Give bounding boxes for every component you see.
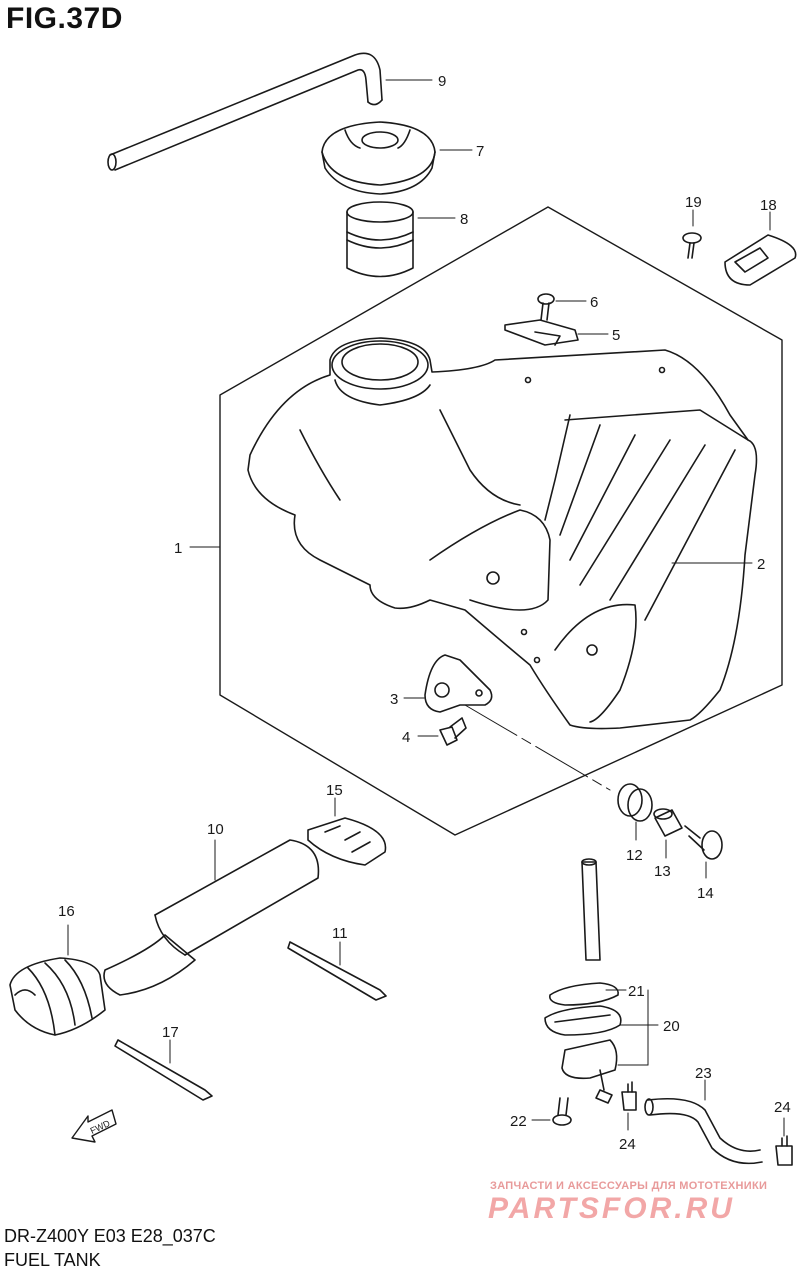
callout-21: 21 xyxy=(628,983,645,1000)
clamp-part-24-b[interactable] xyxy=(775,1117,793,1166)
model-code: DR-Z400Y E03 E28_037C xyxy=(4,1226,216,1246)
callout-22: 22 xyxy=(510,1113,527,1130)
screw-part-22[interactable] xyxy=(531,1097,572,1126)
collar-part-13[interactable] xyxy=(653,808,683,859)
callout-24-a: 24 xyxy=(619,1136,636,1153)
screw-part-19[interactable] xyxy=(682,209,702,259)
fuel-cap-part-7[interactable] xyxy=(321,121,473,195)
callout-14: 14 xyxy=(697,885,714,902)
callout-19: 19 xyxy=(685,194,702,211)
callout-13: 13 xyxy=(654,863,671,880)
tie-band-part-17[interactable] xyxy=(114,1039,213,1101)
callout-2: 2 xyxy=(757,556,765,573)
callout-9: 9 xyxy=(438,73,446,90)
fuel-hose-part-23[interactable] xyxy=(644,1079,763,1165)
tank-bracket-part-3[interactable] xyxy=(403,654,611,791)
watermark-tagline: ЗАПЧАСТИ И АКСЕССУАРЫ ДЛЯ МОТОТЕХНИКИ xyxy=(490,1180,768,1192)
callout-7: 7 xyxy=(476,143,484,160)
callout-16: 16 xyxy=(58,903,75,920)
tie-band-part-11[interactable] xyxy=(287,941,387,1001)
oring-part-21[interactable] xyxy=(549,982,627,1006)
insulator-part-10[interactable] xyxy=(103,839,320,996)
bolt-part-4[interactable] xyxy=(417,717,467,746)
callout-4: 4 xyxy=(402,729,410,746)
callout-1: 1 xyxy=(174,540,182,557)
assembly-name: FUEL TANK xyxy=(4,1250,101,1270)
callout-5: 5 xyxy=(612,327,620,344)
callout-6: 6 xyxy=(590,294,598,311)
callout-18: 18 xyxy=(760,197,777,214)
callout-12: 12 xyxy=(626,847,643,864)
bolt-part-14[interactable] xyxy=(684,825,723,879)
breather-hose-part-9[interactable] xyxy=(107,52,433,171)
cap-ring-part-8[interactable] xyxy=(346,201,456,278)
callout-24-b: 24 xyxy=(774,1099,791,1116)
fuel-valve-part-20[interactable] xyxy=(544,858,659,1104)
callout-15: 15 xyxy=(326,782,343,799)
fuel-tank-part-1[interactable] xyxy=(189,337,758,730)
clip-part-15[interactable] xyxy=(307,797,387,866)
grommet-part-12[interactable] xyxy=(617,783,653,841)
callout-3: 3 xyxy=(390,691,398,708)
clamp-part-24-a[interactable] xyxy=(621,1081,637,1131)
watermark-logo: PARTSFOR.RU xyxy=(488,1192,735,1225)
callout-20: 20 xyxy=(663,1018,680,1035)
callout-17: 17 xyxy=(162,1024,179,1041)
assembly-outline xyxy=(219,206,783,836)
callout-11: 11 xyxy=(332,925,348,942)
cushion-part-16[interactable] xyxy=(9,924,106,1036)
callout-10: 10 xyxy=(207,821,224,838)
callout-labels: 1 2 3 4 5 6 7 8 9 10 11 12 13 14 15 16 1… xyxy=(58,73,791,1153)
callout-23: 23 xyxy=(695,1065,712,1082)
screw-part-6[interactable] xyxy=(537,293,587,321)
strap-part-18[interactable] xyxy=(724,211,797,286)
forward-arrow-icon: FWD xyxy=(71,1109,117,1143)
figure-title: FIG.37D xyxy=(6,2,123,35)
bracket-part-5[interactable] xyxy=(504,319,609,346)
callout-8: 8 xyxy=(460,211,468,228)
